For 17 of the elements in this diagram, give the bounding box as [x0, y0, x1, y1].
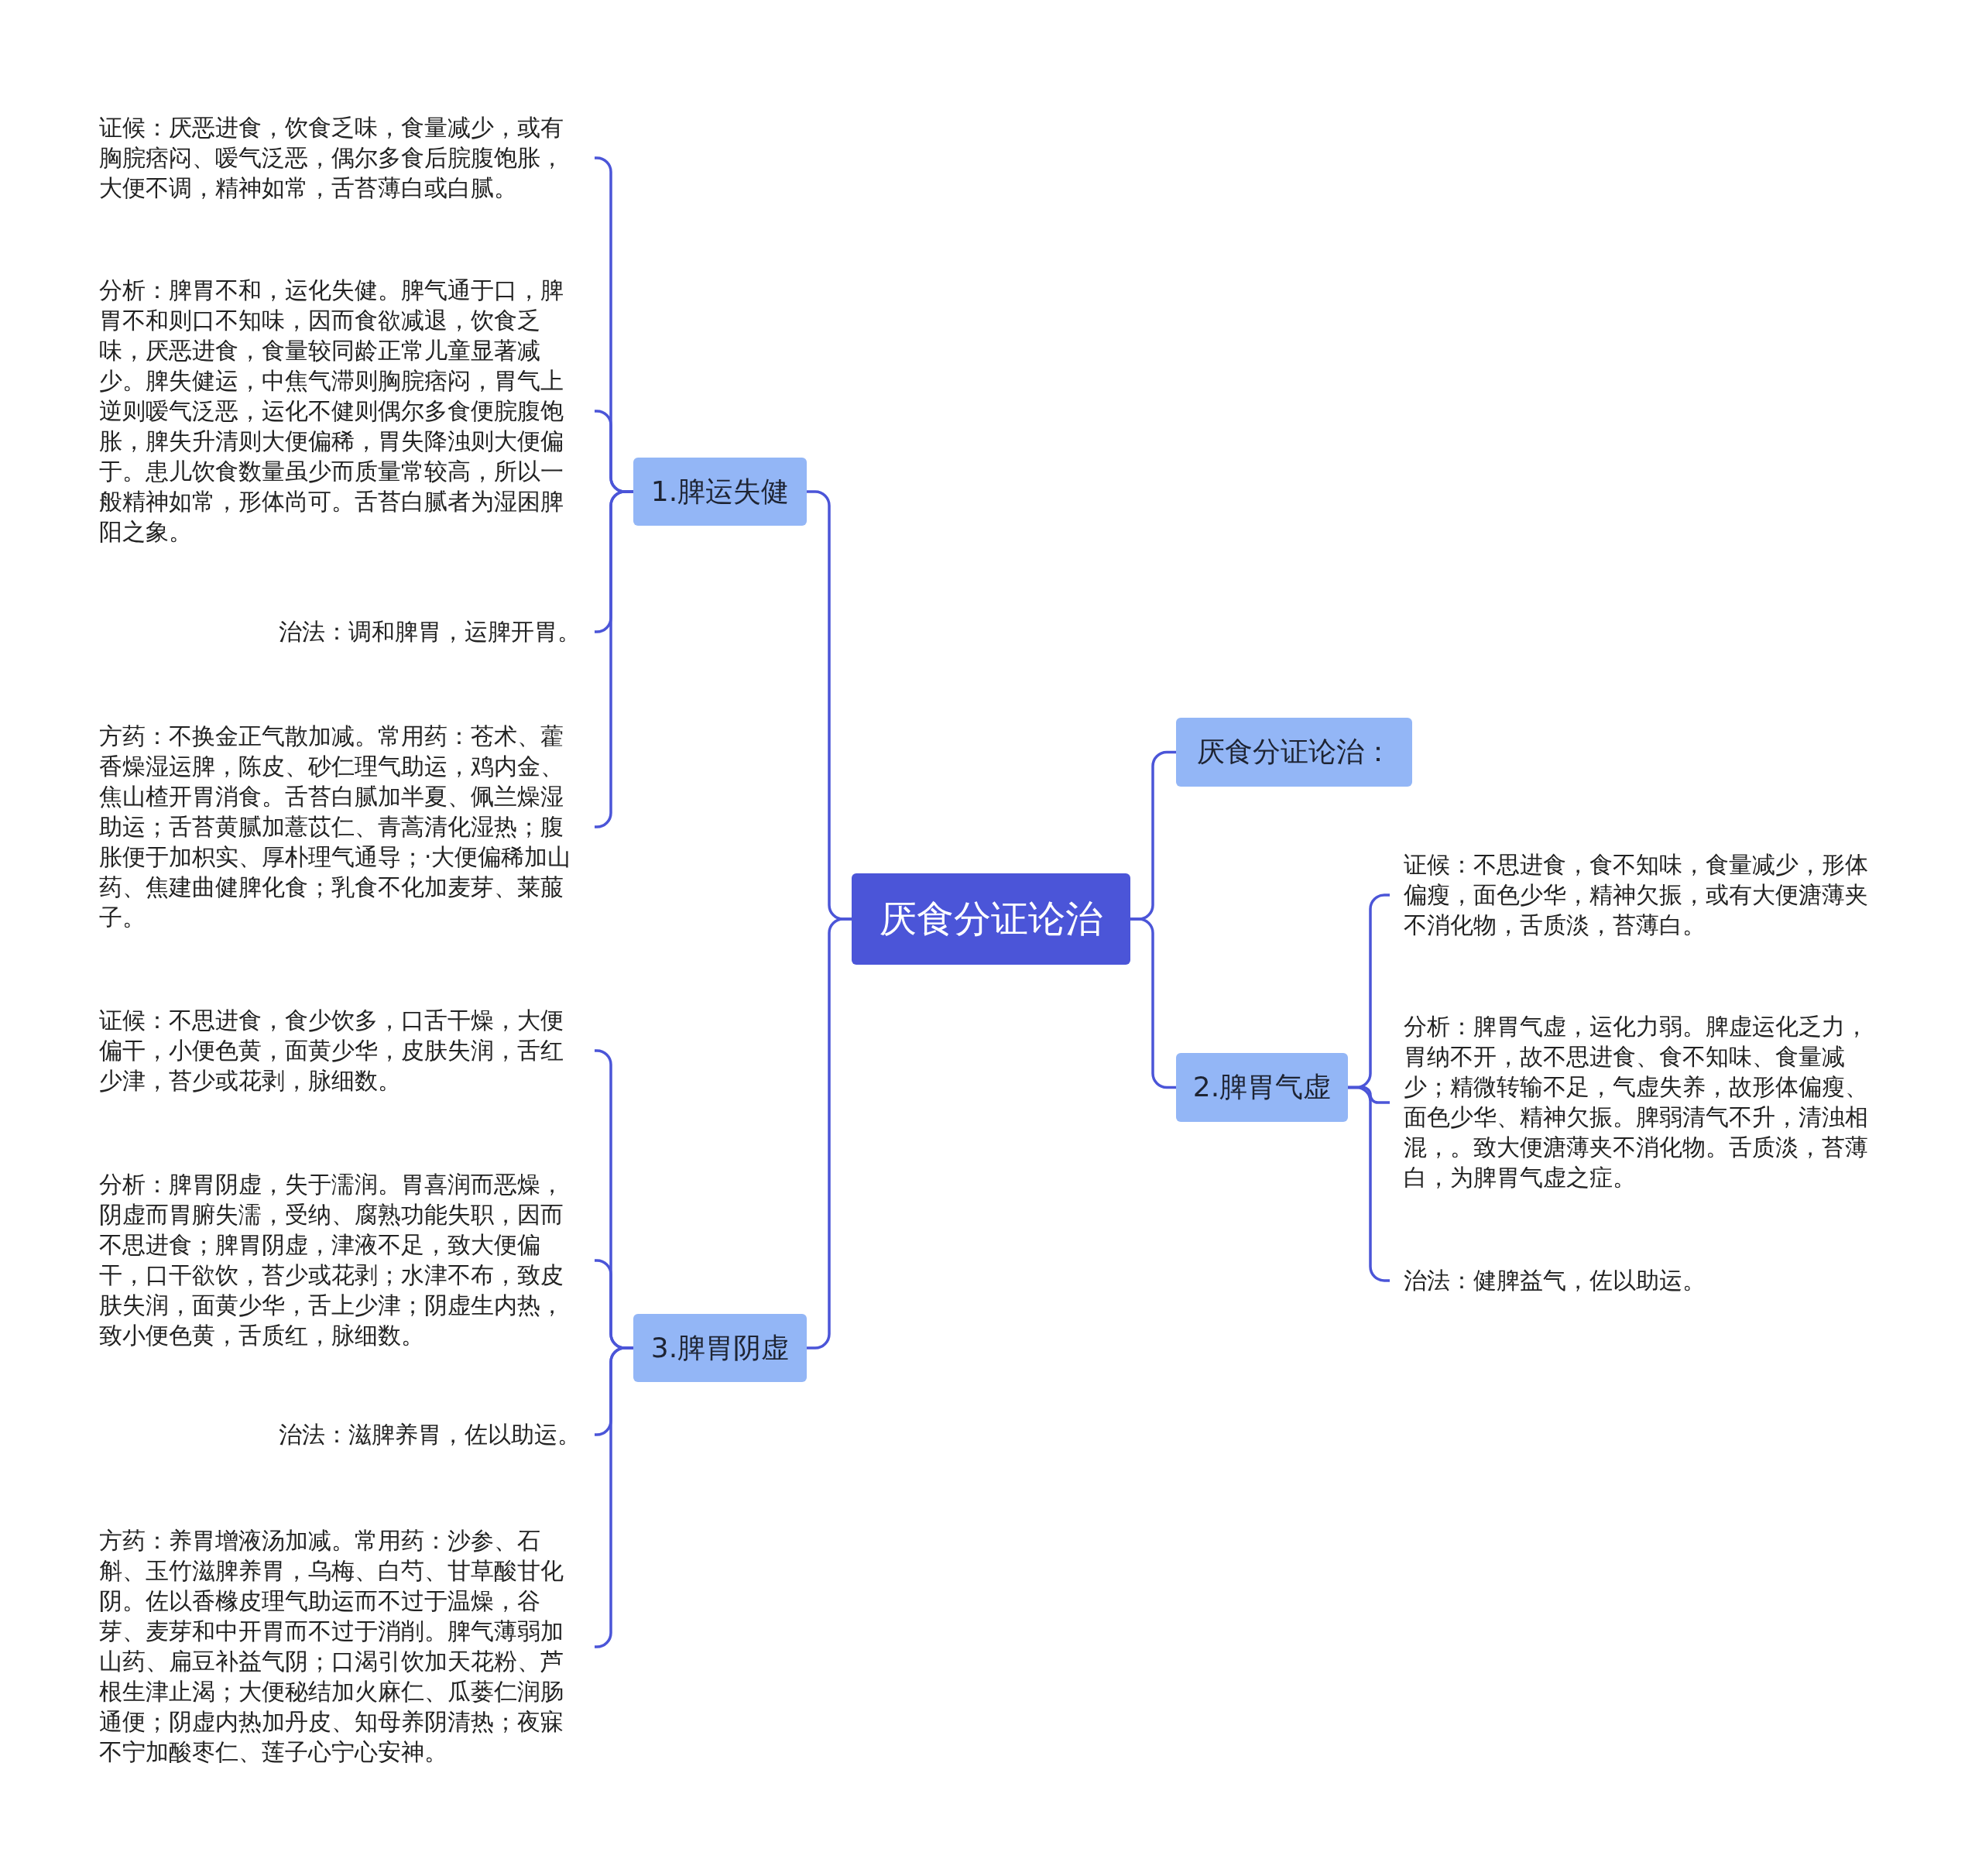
- topic-text: 证候：不思进食，食不知味，食量减少，形体偏瘦，面色少华，精神欠振，或有大便溏薄夹不消化物，舌质淡，苔薄白。: [1404, 850, 1869, 940]
- topic-text: 证候：厌恶进食，饮食乏味，食量减少，或有胸脘痞闷、嗳气泛恶，偶尔多食后脘腹饱胀，大便不调，精神如常，舌苔薄白或白腻。: [99, 113, 564, 203]
- topic-text: 证候：不思进食，食少饮多，口舌干燥，大便偏干，小便色黄，面黄少华，皮肤失润，舌红少津，苔少或花剥，脉细数。: [99, 1006, 564, 1096]
- connector-line: [594, 490, 633, 828]
- topic-text: 分析：脾胃气虚，运化力弱。脾虚运化乏力，胃纳不开，故不思进食、食不知味、食量减少；精微转输不足，气虚失养，故形体偏瘦、面色少华、精神欠振。脾弱清气不升，清浊相混，。致大便溏薄夹不消化物。舌质淡，苔薄白，为脾胃气虚之症。: [1404, 1013, 1869, 1192]
- topic-text: 分析：脾胃阴虚，失于濡润。胃喜润而恶燥，阴虚而胃腑失濡，受纳、腐熟功能失职，因而不思进食；脾胃阴虚，津液不足，致大便偏干，口干欲饮，苔少或花剥；水津不布，致皮肤失润，面黄少华，舌上少津；阴虚生内热，致小便色黄，舌质红，脉细数。: [99, 1171, 564, 1350]
- central-topic: 厌食分证论治: [852, 873, 1130, 965]
- topic-text: 方药：不换金正气散加减。常用药：苍术、藿香燥湿运脾，陈皮、砂仁理气助运，鸡内金、焦山楂开胃消食。舌苔白腻加半夏、佩兰燥湿助运；舌苔黄腻加薏苡仁、青蒿清化湿热；腹胀便于加枳实、厚朴理气通导；·大便偏稀加山药、焦建曲健脾化食；乳食不化加麦芽、莱菔子。: [99, 722, 572, 932]
- topic-box: 3.脾胃阴虚: [633, 1314, 807, 1382]
- topic-text: 方药：养胃增液汤加减。常用药：沙参、石斛、玉竹滋脾养胃，乌梅、白芍、甘草酸甘化阴。佐以香橼皮理气助运而不过于温燥，谷芽、麦芽和中开胃而不过于消削。脾气薄弱加山药、扁豆补益气阴；口渴引饮加天花粉、芦根生津止渴；大便秘结加火麻仁、瓜蒌仁润肠通便；阴虚内热加丹皮、知母养阴清热；夜寐不宁加酸枣仁、莲子心宁心安神。: [99, 1527, 564, 1767]
- topic-text: 治法：调和脾胃，运脾开胃。: [279, 617, 581, 646]
- topic-box: 厌食分证论治：: [1176, 718, 1412, 787]
- topic-text: 治法：滋脾养胃，佐以助运。: [279, 1420, 581, 1449]
- topic-box: 2.脾胃气虚: [1176, 1053, 1348, 1122]
- topic-box: 1.脾运失健: [633, 458, 807, 526]
- topic-text: 治法：健脾益气，佐以助运。: [1404, 1266, 1706, 1295]
- topic-text: 分析：脾胃不和，运化失健。脾气通于口，脾胃不和则口不知味，因而食欲减退，饮食乏味，厌恶进食，食量较同龄正常儿童显著减少。脾失健运，中焦气滞则胸脘痞闷，胃气上逆则嗳气泛恶，运化不健则偶尔多食便脘腹饱胀，脾失升清则大便偏稀，胃失降浊则大便偏于。患儿饮食数量虽少而质量常较高，所以一般精神如常，形体尚可。舌苔白腻者为湿困脾阳之象。: [99, 276, 564, 547]
